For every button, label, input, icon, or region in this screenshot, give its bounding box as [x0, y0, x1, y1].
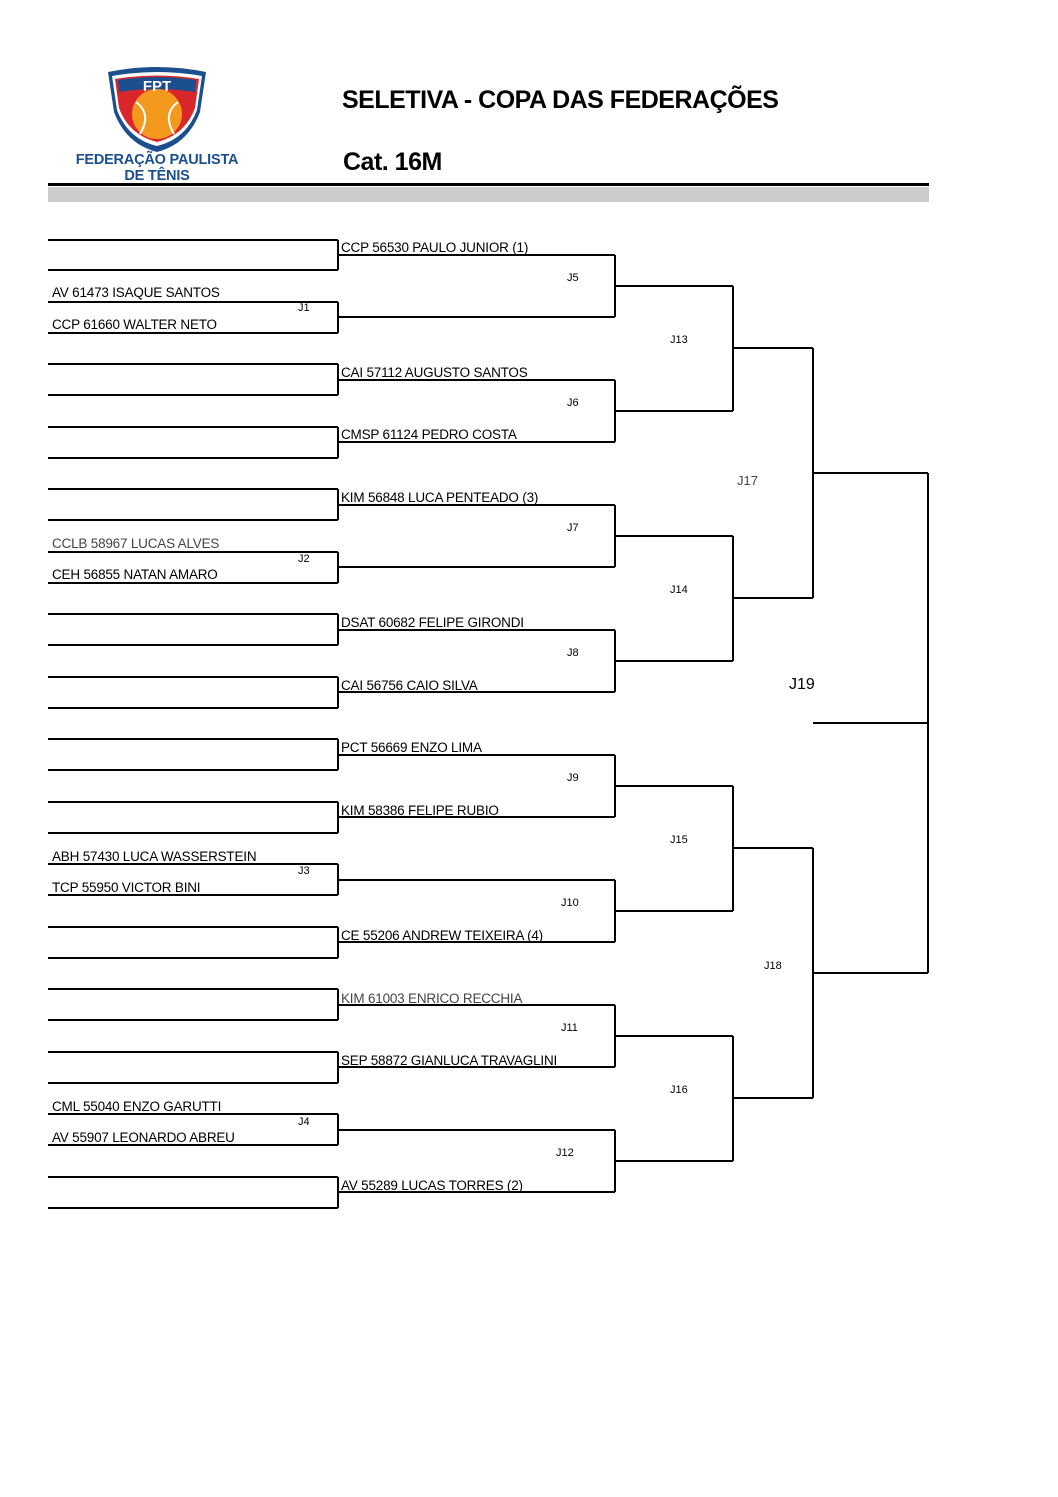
match-label: J16 [670, 1084, 688, 1096]
logo-abbr: FPT [143, 78, 171, 95]
final-match-label: J19 [789, 676, 815, 693]
player-slot: AV 55289 LUCAS TORRES (2) [341, 1178, 523, 1193]
player-slot: TCP 55950 VICTOR BINI [52, 880, 201, 895]
match-label: J9 [567, 772, 579, 784]
header-rule [48, 183, 929, 186]
match-label: J13 [670, 334, 688, 346]
match-label: J10 [561, 897, 579, 909]
match-label: J3 [298, 865, 310, 877]
match-label: J17 [737, 473, 758, 488]
player-slot: KIM 56848 LUCA PENTEADO (3) [341, 490, 539, 505]
match-label: J7 [567, 522, 579, 534]
player-slot: CML 55040 ENZO GARUTTI [52, 1099, 222, 1114]
player-slot: KIM 61003 ENRICO RECCHIA [341, 991, 523, 1006]
match-label: J14 [670, 584, 688, 596]
header-band [48, 187, 929, 202]
player-slot: AV 55907 LEONARDO ABREU [52, 1130, 235, 1145]
player-slot: CAI 56756 CAIO SILVA [341, 678, 478, 693]
match-label: J8 [567, 647, 579, 659]
player-slot: CAI 57112 AUGUSTO SANTOS [341, 365, 528, 380]
match-label: J12 [556, 1147, 574, 1159]
player-slot: CMSP 61124 PEDRO COSTA [341, 427, 517, 442]
page-title: SELETIVA - COPA DAS FEDERAÇÕES [342, 86, 779, 114]
player-slot: CCP 56530 PAULO JUNIOR (1) [341, 240, 529, 255]
player-slot: ABH 57430 LUCA WASSERSTEIN [52, 849, 257, 864]
player-slot: CE 55206 ANDREW TEIXEIRA (4) [341, 928, 543, 943]
match-label: J2 [298, 553, 310, 565]
player-slot: KIM 58386 FELIPE RUBIO [341, 803, 499, 818]
match-label: J18 [764, 960, 782, 972]
player-slot: CCP 61660 WALTER NETO [52, 317, 217, 332]
match-label: J4 [298, 1116, 310, 1128]
match-label: J6 [567, 397, 579, 409]
match-label: J1 [298, 302, 310, 314]
player-slot: DSAT 60682 FELIPE GIRONDI [341, 615, 524, 630]
player-slot: CEH 56855 NATAN AMARO [52, 567, 218, 582]
category-title: Cat. 16M [343, 148, 442, 176]
match-label: J11 [561, 1022, 578, 1034]
match-label: J5 [567, 272, 579, 284]
player-slot: PCT 56669 ENZO LIMA [341, 740, 482, 755]
player-slot: AV 61473 ISAQUE SANTOS [52, 285, 220, 300]
player-slot: CCLB 58967 LUCAS ALVES [52, 536, 220, 551]
player-slot: SEP 58872 GIANLUCA TRAVAGLINI [341, 1053, 558, 1068]
fpt-logo: FPT [66, 66, 248, 178]
match-label: J15 [670, 834, 688, 846]
federation-name: FEDERAÇÃO PAULISTA DE TÊNIS [75, 152, 239, 184]
